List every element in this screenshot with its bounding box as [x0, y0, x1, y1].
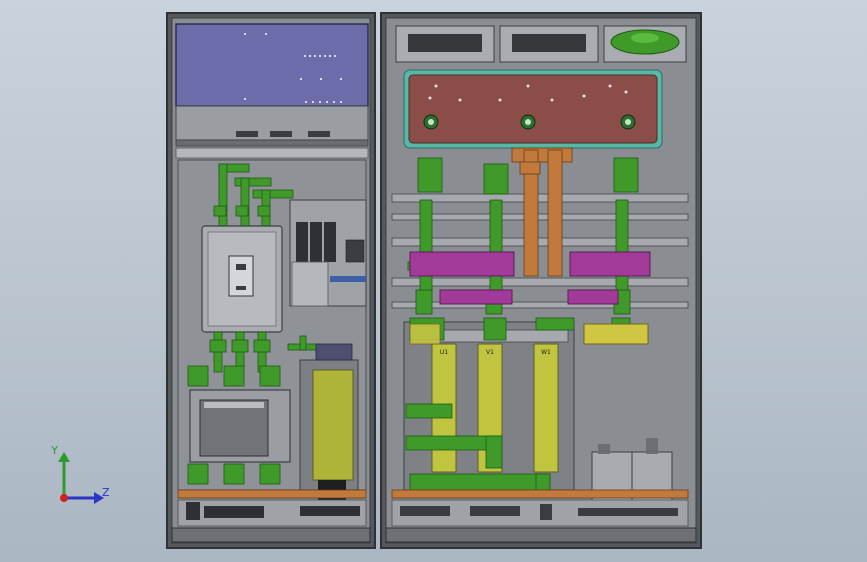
right-ground-busbar: [391, 489, 689, 499]
crossbar-2: [391, 213, 689, 221]
triad-z-label: Z: [102, 486, 110, 499]
crossbar-3: [391, 237, 689, 247]
left-plinth: [171, 527, 371, 543]
reactor-coil[interactable]: [312, 369, 354, 481]
capacitor-module-3[interactable]: [439, 289, 513, 305]
triad-z-arrow: [94, 492, 104, 504]
divider-rail-top: [175, 139, 369, 147]
cooling-fan-2-grille: [512, 34, 586, 52]
crossbar-5: [391, 301, 689, 309]
capacitor-module-1[interactable]: [409, 251, 515, 277]
contactor-face: [199, 399, 269, 457]
cooling-fan-1-grille: [408, 34, 482, 52]
triad-y-arrow: [58, 452, 70, 462]
right-cabinet[interactable]: U1 V1 W1: [380, 12, 702, 549]
hmi-panel[interactable]: [175, 23, 369, 107]
transformer-label-w1: W1: [541, 349, 551, 356]
right-terminal-row: [400, 504, 678, 520]
capacitor-module-4[interactable]: [567, 289, 619, 305]
transformer-label-v1: V1: [486, 349, 494, 356]
plc-module-1[interactable]: [296, 222, 308, 262]
terminal-block-a: [236, 131, 258, 137]
cooling-fan-3-hub: [631, 33, 659, 43]
crossbar-1: [391, 193, 689, 203]
output-busbars: [187, 331, 319, 387]
input-busbars: [213, 163, 294, 227]
filter-capacitor-1-cap: [598, 444, 610, 454]
power-plate[interactable]: [408, 74, 658, 144]
contactor-label-strip: [204, 402, 264, 408]
transformer-busbars: [405, 317, 631, 491]
transformer-side-bracket: [583, 323, 649, 345]
left-cabinet[interactable]: [166, 12, 376, 549]
right-plinth: [385, 527, 697, 543]
igbt-terminal-cores: [428, 119, 631, 125]
filter-capacitor-2-cap: [646, 438, 658, 454]
triad-x-origin: [60, 494, 68, 502]
crossbar-4: [391, 277, 689, 287]
contactor-output-terminals: [187, 463, 281, 485]
breaker-handle-b: [236, 286, 246, 290]
transformer-coil-w1[interactable]: [533, 343, 559, 473]
divider-rail-top-b: [175, 147, 369, 159]
transformer-label-u1: U1: [440, 349, 448, 356]
capacitor-module-2[interactable]: [569, 251, 651, 277]
plc-module-2[interactable]: [310, 222, 322, 262]
output-terminal-bar: [409, 323, 441, 345]
left-ground-busbar: [177, 489, 367, 499]
triad-y-label: Y: [50, 444, 58, 457]
dc-busbars: [511, 147, 573, 277]
plc-module-4[interactable]: [345, 239, 365, 263]
left-terminal-row: [186, 502, 360, 520]
plc-module-3[interactable]: [324, 222, 336, 262]
breaker-handle: [236, 264, 246, 270]
plc-power-supply: [291, 261, 329, 307]
terminal-block-b: [270, 131, 292, 137]
power-plate-bolts: [428, 84, 628, 102]
hmi-panel-indicators: [244, 33, 342, 103]
cable-duct: [330, 276, 366, 282]
terminal-block-c: [308, 131, 330, 137]
reactor-bracket-top: [315, 343, 353, 361]
orientation-triad[interactable]: Y Z: [50, 444, 110, 504]
